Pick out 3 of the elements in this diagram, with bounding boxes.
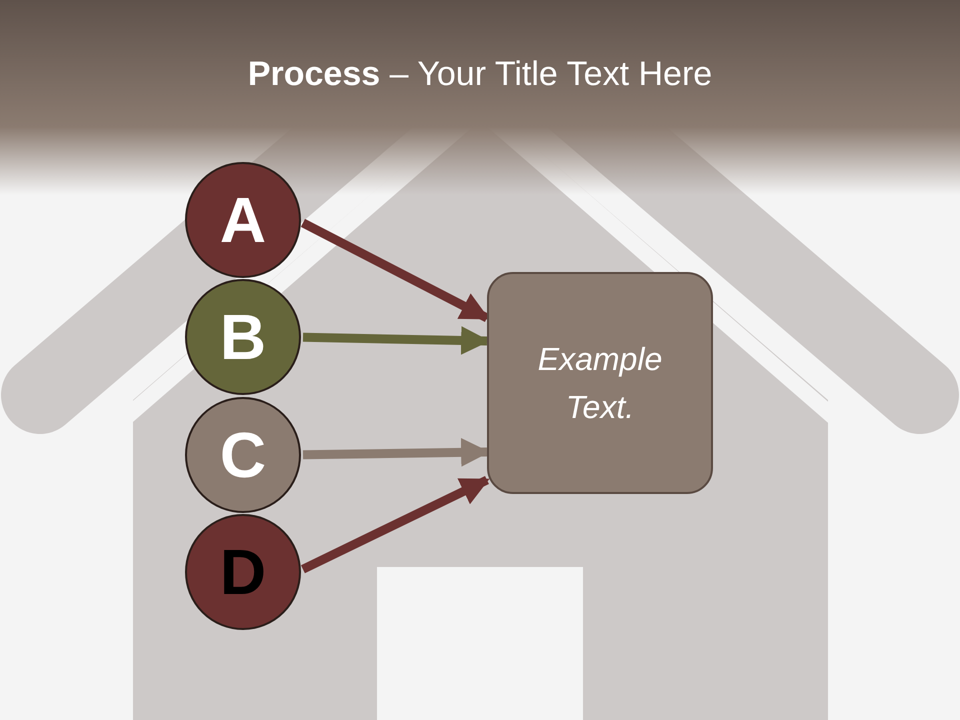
title: Process – Your Title Text Here (246, 54, 714, 95)
text-box: Example Text. (487, 272, 713, 494)
arrow (300, 476, 490, 574)
